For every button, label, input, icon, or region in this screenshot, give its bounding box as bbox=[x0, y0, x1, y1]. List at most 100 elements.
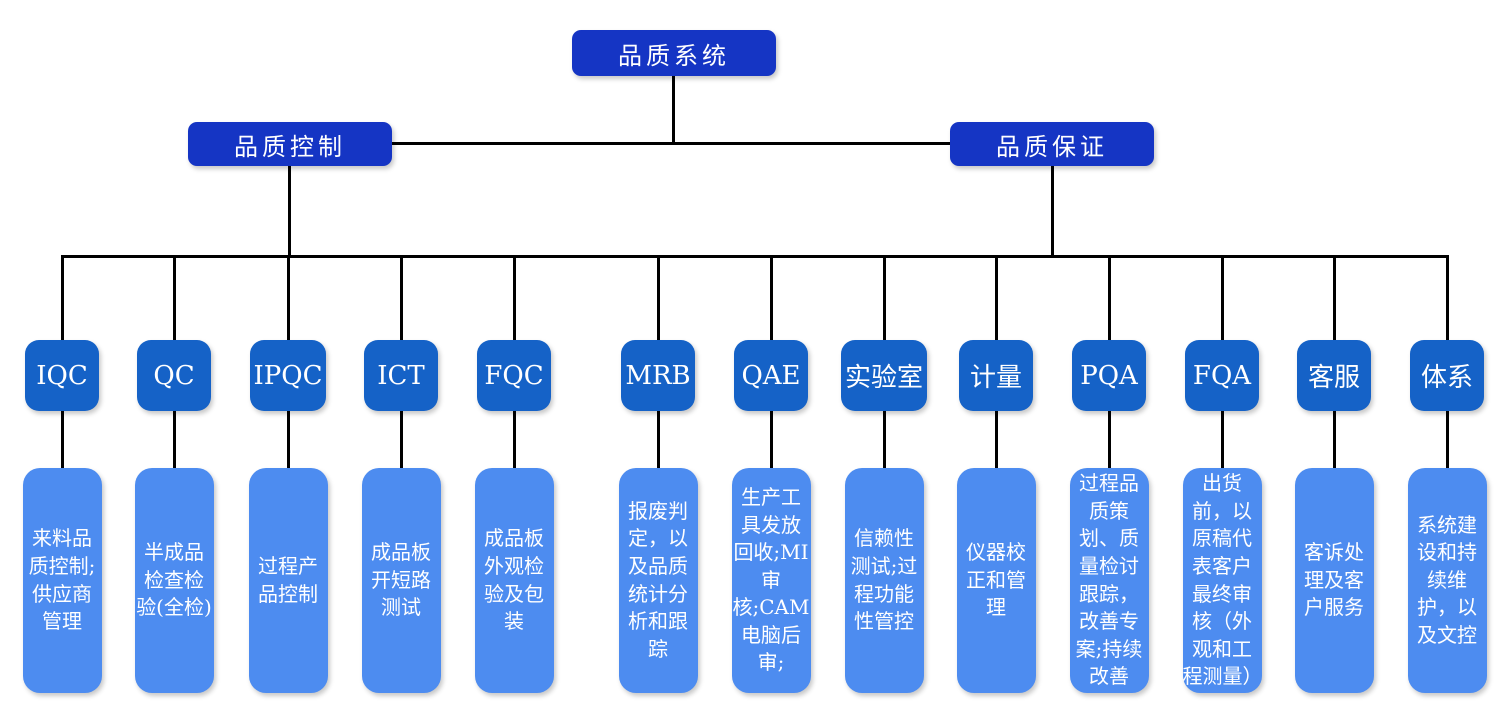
connector-line bbox=[60, 255, 64, 340]
connector-line bbox=[399, 411, 403, 468]
desc-mrb-text: 报废判定，以及品质统计分析和跟踪 bbox=[628, 498, 688, 661]
connector-quality-control-down bbox=[288, 166, 291, 258]
node-lab: 实验室 bbox=[841, 340, 928, 411]
connector-line bbox=[769, 255, 773, 340]
node-quality-assurance: 品质保证 bbox=[950, 122, 1154, 166]
connector-line bbox=[512, 255, 516, 340]
connector-line bbox=[994, 255, 998, 340]
connector-line bbox=[1332, 255, 1336, 340]
desc-iqc-text: 来料品质控制;供应商管理 bbox=[28, 526, 96, 634]
desc-customer-service: 客诉处理及客户服务 bbox=[1294, 468, 1374, 693]
node-customer-service-label: 客服 bbox=[1307, 363, 1360, 393]
desc-pqa-text: 过程品质策划、质量检讨跟踪，改善专案;持续改善 bbox=[1075, 471, 1143, 689]
connector-line bbox=[1445, 255, 1449, 340]
connector-line bbox=[994, 411, 998, 468]
department-column-iqc: IQC 来料品质控制;供应商管理 bbox=[22, 255, 102, 693]
connector-line bbox=[1220, 255, 1224, 340]
connector-line bbox=[769, 411, 773, 468]
node-mrb: MRB bbox=[621, 340, 695, 411]
department-column-mrb: MRB 报废判定，以及品质统计分析和跟踪 bbox=[618, 255, 698, 693]
department-column-qc: QC 半成品检查检验(全检) bbox=[134, 255, 214, 693]
department-column-qae: QAE 生产工具发放回收;MI审核;CAM电脑后审; bbox=[731, 255, 811, 693]
connector-line bbox=[172, 255, 176, 340]
desc-system-text: 系统建设和持续维护，以及文控 bbox=[1417, 512, 1477, 647]
department-column-ipqc: IPQC 过程产品控制 bbox=[248, 255, 328, 693]
node-lab-label: 实验室 bbox=[845, 363, 924, 393]
node-qae-label: QAE bbox=[741, 360, 801, 391]
desc-ipqc-text: 过程产品控制 bbox=[258, 553, 318, 606]
connector-line bbox=[882, 255, 886, 340]
node-quality-assurance-label: 品质保证 bbox=[996, 132, 1108, 161]
node-metrology: 计量 bbox=[959, 340, 1033, 411]
connector-line bbox=[512, 411, 516, 468]
node-ipqc-label: IPQC bbox=[253, 360, 323, 391]
desc-qae-text: 生产工具发放回收;MI审核;CAM电脑后审; bbox=[732, 484, 810, 675]
department-column-lab: 实验室 信赖性测试;过程功能性管控 bbox=[841, 255, 928, 693]
node-qc-label: QC bbox=[153, 360, 195, 391]
node-pqa: PQA bbox=[1072, 340, 1146, 411]
department-column-ict: ICT 成品板开短路测试 bbox=[361, 255, 441, 693]
connector-line bbox=[1445, 411, 1449, 468]
desc-pqa: 过程品质策划、质量检讨跟踪，改善专案;持续改善 bbox=[1069, 468, 1149, 693]
connector-line bbox=[1332, 411, 1336, 468]
department-column-metrology: 计量 仪器校正和管理 bbox=[956, 255, 1036, 693]
connector-quality-assurance-down bbox=[1051, 166, 1054, 258]
node-iqc: IQC bbox=[25, 340, 99, 411]
desc-metrology-text: 仪器校正和管理 bbox=[966, 540, 1026, 620]
connector-line bbox=[286, 411, 290, 468]
desc-fqc: 成品板外观检验及包装 bbox=[474, 468, 554, 693]
node-fqa: FQA bbox=[1185, 340, 1259, 411]
node-pqa-label: PQA bbox=[1080, 360, 1138, 391]
desc-metrology: 仪器校正和管理 bbox=[956, 468, 1036, 693]
node-fqc-label: FQC bbox=[484, 360, 544, 391]
node-quality-system-label: 品质系统 bbox=[618, 41, 730, 70]
connector-line bbox=[882, 411, 886, 468]
connector-line bbox=[286, 255, 290, 340]
desc-qae: 生产工具发放回收;MI审核;CAM电脑后审; bbox=[731, 468, 811, 693]
connector-line bbox=[399, 255, 403, 340]
connector-line bbox=[172, 411, 176, 468]
connector-department-bus bbox=[61, 255, 1449, 258]
connector-line bbox=[1107, 255, 1111, 340]
desc-lab-text: 信赖性测试;过程功能性管控 bbox=[850, 526, 918, 634]
desc-fqa: 出货前，以原稿代表客户最终审核（外观和工程测量） bbox=[1182, 468, 1262, 693]
node-customer-service: 客服 bbox=[1297, 340, 1371, 411]
connector-line bbox=[656, 255, 660, 340]
connector-branch-horizontal bbox=[392, 142, 950, 145]
department-column-pqa: PQA 过程品质策划、质量检讨跟踪，改善专案;持续改善 bbox=[1069, 255, 1149, 693]
node-system: 体系 bbox=[1410, 340, 1484, 411]
desc-iqc: 来料品质控制;供应商管理 bbox=[22, 468, 102, 693]
node-qae: QAE bbox=[734, 340, 808, 411]
node-iqc-label: IQC bbox=[36, 360, 88, 391]
connector-line bbox=[1107, 411, 1111, 468]
node-fqa-label: FQA bbox=[1192, 360, 1252, 391]
desc-fqc-text: 成品板外观检验及包装 bbox=[484, 526, 544, 634]
connector-root-down bbox=[672, 76, 675, 145]
desc-ipqc: 过程产品控制 bbox=[248, 468, 328, 693]
department-column-fqa: FQA 出货前，以原稿代表客户最终审核（外观和工程测量） bbox=[1182, 255, 1262, 693]
department-column-system: 体系 系统建设和持续维护，以及文控 bbox=[1407, 255, 1487, 693]
node-ipqc: IPQC bbox=[249, 340, 327, 411]
node-quality-system: 品质系统 bbox=[572, 30, 776, 76]
node-metrology-label: 计量 bbox=[969, 363, 1022, 393]
desc-fqa-text: 出货前，以原稿代表客户最终审核（外观和工程测量） bbox=[1182, 471, 1262, 689]
node-mrb-label: MRB bbox=[625, 360, 691, 391]
node-quality-control-label: 品质控制 bbox=[234, 132, 346, 161]
desc-lab: 信赖性测试;过程功能性管控 bbox=[844, 468, 924, 693]
desc-ict-text: 成品板开短路测试 bbox=[371, 540, 431, 620]
desc-mrb: 报废判定，以及品质统计分析和跟踪 bbox=[618, 468, 698, 693]
desc-qc: 半成品检查检验(全检) bbox=[134, 468, 214, 693]
node-ict: ICT bbox=[364, 340, 438, 411]
desc-system: 系统建设和持续维护，以及文控 bbox=[1407, 468, 1487, 693]
connector-line bbox=[656, 411, 660, 468]
node-system-label: 体系 bbox=[1420, 363, 1473, 393]
node-qc: QC bbox=[137, 340, 211, 411]
desc-customer-service-text: 客诉处理及客户服务 bbox=[1304, 540, 1364, 620]
node-fqc: FQC bbox=[477, 340, 551, 411]
connector-line bbox=[60, 411, 64, 468]
department-column-fqc: FQC 成品板外观检验及包装 bbox=[474, 255, 554, 693]
node-quality-control: 品质控制 bbox=[188, 122, 392, 166]
desc-qc-text: 半成品检查检验(全检) bbox=[136, 540, 212, 620]
department-column-customer-service: 客服 客诉处理及客户服务 bbox=[1294, 255, 1374, 693]
